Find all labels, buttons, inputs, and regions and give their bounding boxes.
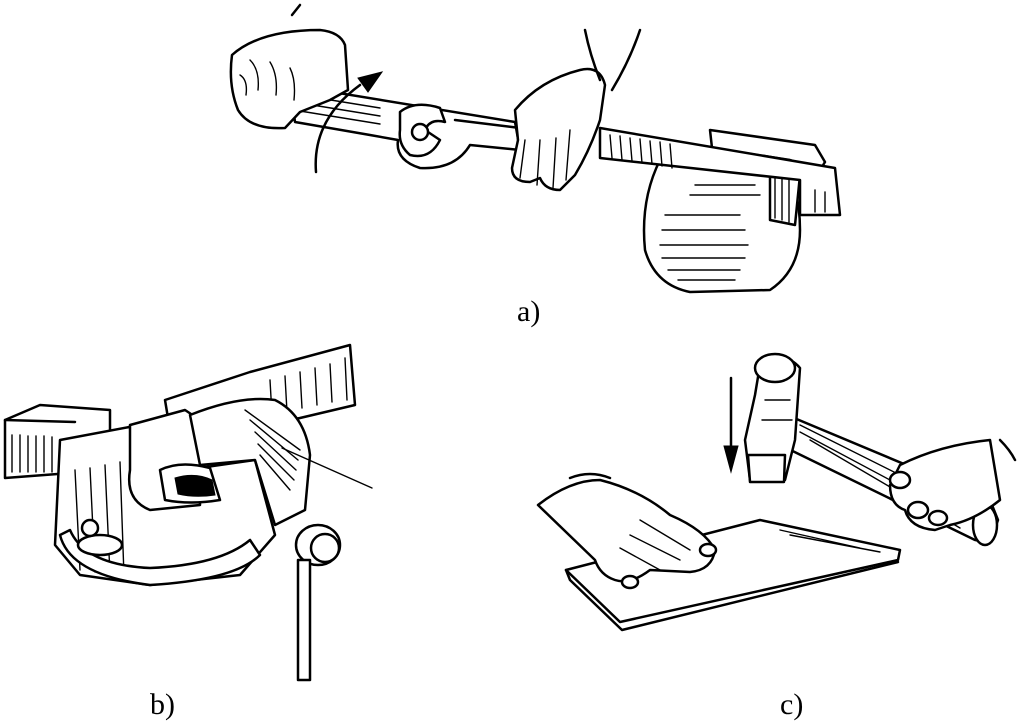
pointer-line bbox=[281, 447, 373, 489]
flat-bar-icon bbox=[598, 126, 842, 217]
caption-c: c) bbox=[780, 688, 804, 721]
down-arrow-icon bbox=[723, 376, 739, 474]
caption-a: a) bbox=[517, 295, 541, 328]
pressing-hand-icon bbox=[536, 472, 718, 590]
vise-body-icon bbox=[53, 397, 312, 587]
panel-b-drawing bbox=[3, 343, 373, 682]
left-hand-icon bbox=[229, 3, 350, 130]
right-hand-icon bbox=[510, 28, 642, 192]
panel-c-drawing bbox=[536, 352, 1017, 632]
hammer-hand-icon bbox=[888, 438, 1017, 532]
metal-plate-icon bbox=[564, 518, 902, 632]
adjustable-wrench-icon bbox=[288, 83, 522, 170]
caption-b: b) bbox=[150, 688, 175, 721]
vise-handle-icon bbox=[294, 523, 342, 682]
panel-a-drawing bbox=[229, 3, 842, 294]
rotation-arrow-icon bbox=[314, 71, 384, 174]
